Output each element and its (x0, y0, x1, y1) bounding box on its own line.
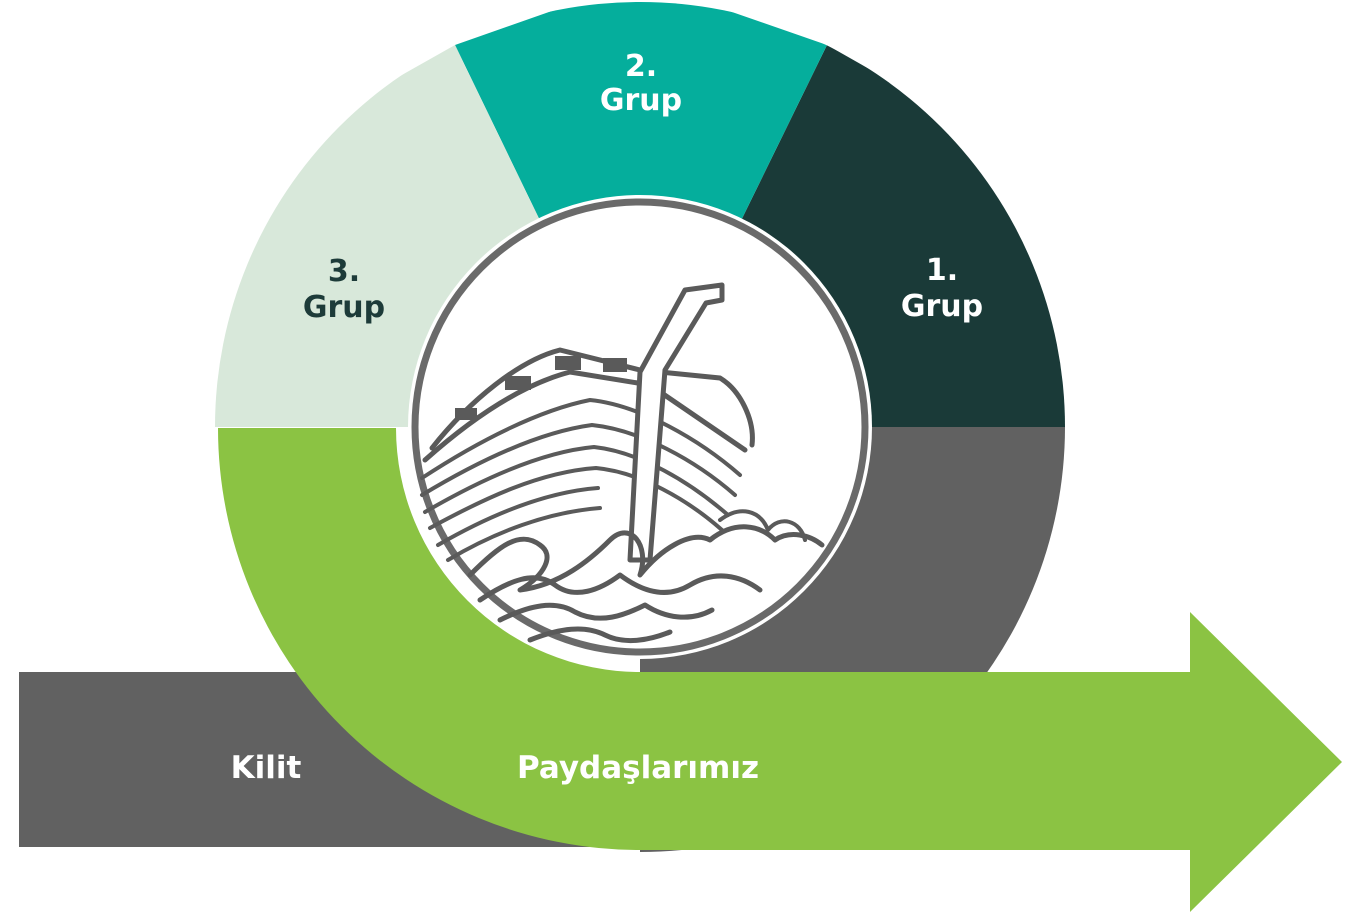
group-3-number: 3. (328, 254, 360, 289)
arrow-left-label: Kilit (231, 750, 302, 786)
group-1-number: 1. (926, 253, 958, 288)
center-disc-ring (411, 198, 869, 656)
group-2-number: 2. (625, 49, 657, 84)
group-2-label: Grup (600, 83, 682, 118)
boat-in-waves-icon (420, 282, 825, 643)
group-1-label: Grup (901, 289, 983, 324)
group-3-label: Grup (303, 290, 385, 325)
green-swoosh-arrow (218, 428, 1342, 912)
arrow-right-label: Paydaşlarımız (517, 750, 759, 786)
